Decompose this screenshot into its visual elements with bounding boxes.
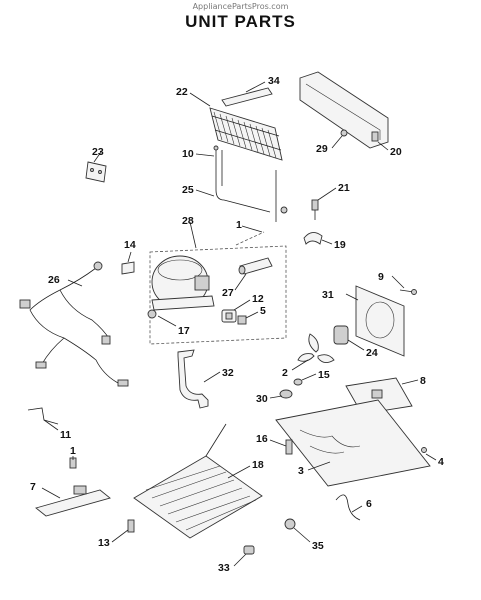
callout-30: 30	[256, 393, 268, 405]
part-33-grommet	[243, 545, 255, 555]
callout-14: 14	[124, 239, 136, 251]
callout-17: 17	[178, 325, 190, 337]
callout-9: 9	[378, 271, 384, 283]
callout-3: 3	[298, 465, 304, 477]
part-23-bracket	[85, 161, 107, 183]
watermark: AppliancePartsPros.com	[192, 2, 289, 11]
part-3-base-pan	[275, 399, 431, 487]
part-17-grommet	[147, 309, 157, 319]
part-20-panel	[299, 71, 389, 149]
part-16-foot	[285, 439, 293, 455]
callout-28: 28	[182, 215, 194, 227]
part-9-screw	[399, 289, 417, 295]
part-7-bracket	[35, 485, 111, 517]
diagram-title: UNIT PARTS	[185, 12, 296, 31]
callout-2: 2	[282, 367, 288, 379]
part-24-fan-motor	[333, 325, 349, 345]
callout-29: 29	[316, 143, 328, 155]
callout-5: 5	[260, 305, 266, 317]
callout-34: 34	[268, 75, 280, 87]
part-29-screw	[340, 129, 348, 137]
callout-4: 4	[438, 456, 444, 468]
part-13-clip	[127, 519, 135, 533]
callouts: 34 22 23 10 29 20 25 21 28 1 19 14 26 9 …	[30, 75, 444, 574]
callout-23: 23	[92, 146, 104, 158]
callout-11: 11	[60, 429, 71, 441]
callout-22: 22	[176, 86, 188, 98]
callout-12: 12	[252, 293, 264, 305]
part-31-fan-shroud	[355, 285, 405, 357]
part-6-wire	[335, 494, 361, 521]
part-15-nut	[293, 378, 303, 386]
part-14-relay-clip	[121, 261, 135, 275]
callout-13: 13	[98, 537, 110, 549]
callout-1-upper: 1	[236, 219, 242, 231]
part-11-clip	[27, 407, 59, 425]
part-22-condenser	[209, 107, 283, 161]
callout-18: 18	[252, 459, 264, 471]
callout-21: 21	[338, 182, 350, 194]
part-21-screw	[311, 199, 319, 220]
part-4-screw	[421, 447, 427, 453]
part-10-25-tubing	[213, 145, 288, 222]
callout-6: 6	[366, 498, 372, 510]
callout-32: 32	[222, 367, 234, 379]
callout-10: 10	[182, 148, 194, 160]
callout-31: 31	[322, 289, 334, 301]
callout-33: 33	[218, 562, 230, 574]
callout-16: 16	[256, 433, 268, 445]
callout-27: 27	[222, 287, 234, 299]
part-34-shield	[221, 87, 273, 107]
part-28-compressor-assembly-box	[149, 231, 287, 345]
part-27-drier	[238, 257, 273, 275]
part-18-evaporator	[133, 423, 263, 539]
callout-1-lower: 1	[70, 445, 76, 457]
callout-20: 20	[390, 146, 402, 158]
callout-8: 8	[420, 375, 426, 387]
compressor	[151, 255, 215, 311]
part-12-overload	[221, 309, 237, 323]
callout-25: 25	[182, 184, 194, 196]
part-5-cover	[237, 315, 247, 325]
leader-lines	[41, 81, 437, 567]
part-32-drain-tube	[177, 349, 209, 409]
callout-15: 15	[318, 369, 330, 381]
callout-19: 19	[334, 239, 346, 251]
callout-7: 7	[30, 481, 36, 493]
part-35-thermostat	[284, 518, 296, 530]
part-26-harness	[19, 261, 129, 387]
callout-35: 35	[312, 540, 324, 552]
callout-26: 26	[48, 274, 60, 286]
part-2-fan-blade	[297, 333, 335, 363]
part-30-washer	[279, 389, 293, 399]
callout-24: 24	[366, 347, 378, 359]
part-19-clamp	[303, 232, 323, 245]
